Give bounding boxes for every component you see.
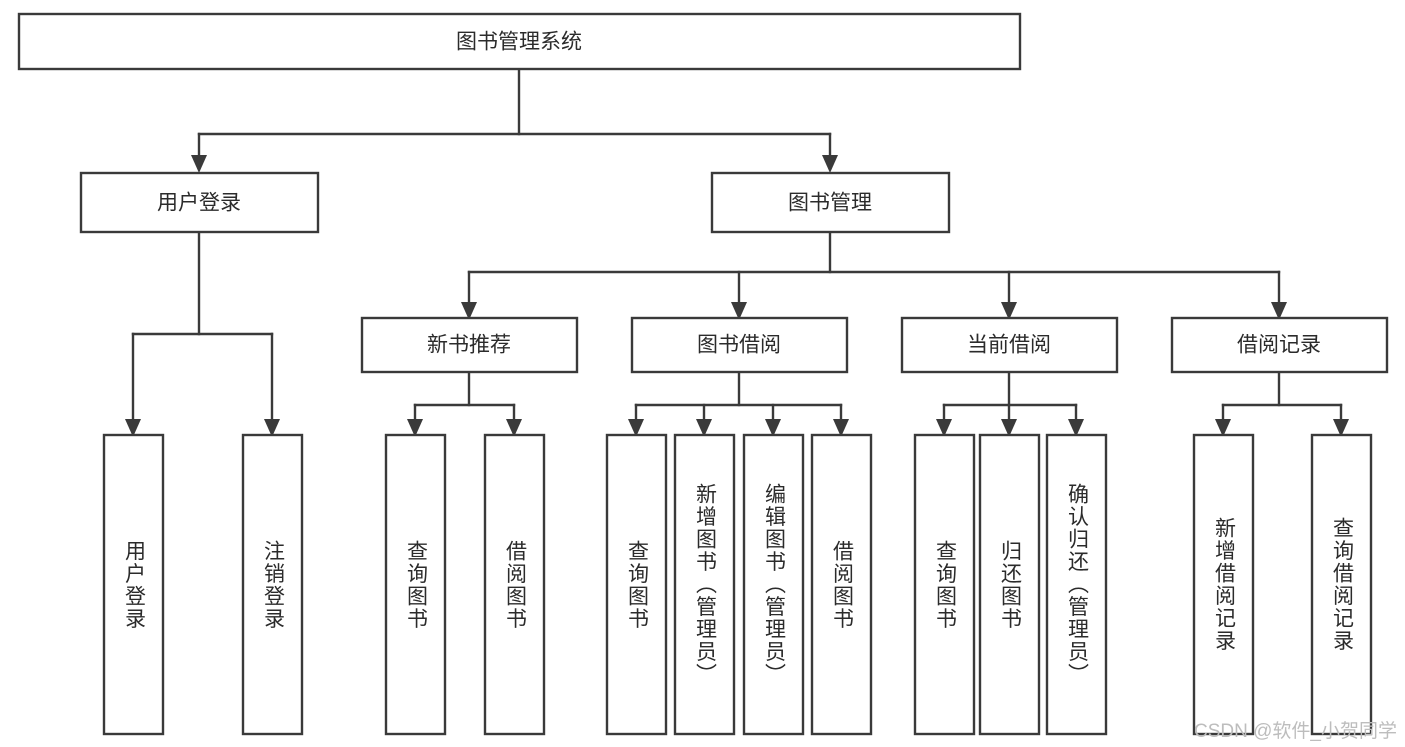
node-label-root: 图书管理系统 <box>456 31 582 54</box>
connector-group-book-borrow <box>628 370 849 437</box>
node-box-user-login[interactable] <box>79 171 320 234</box>
connector-group-user-login <box>125 230 280 437</box>
node-box-book-manage[interactable] <box>710 171 951 234</box>
node-label-user-login: 用户登录 <box>157 192 241 215</box>
connector-group-new-book-recommend <box>407 370 522 437</box>
node-box-leaf-nbr-2[interactable] <box>483 433 546 736</box>
node-box-leaf-bb-4[interactable] <box>810 433 873 736</box>
node-box-new-book-recommend[interactable] <box>360 316 579 374</box>
node-box-leaf-bb-1[interactable] <box>605 433 668 736</box>
node-label-book-borrow: 图书借阅 <box>697 334 781 357</box>
node-box-leaf-br-2[interactable] <box>1310 433 1373 736</box>
node-box-leaf-bb-2[interactable] <box>673 433 736 736</box>
node-box-book-borrow[interactable] <box>630 316 849 374</box>
node-box-leaf-nbr-1[interactable] <box>384 433 447 736</box>
connector-group-root <box>191 67 838 173</box>
node-box-current-borrow[interactable] <box>900 316 1119 374</box>
node-label-new-book-recommend: 新书推荐 <box>427 334 511 357</box>
node-box-leaf-bb-3[interactable] <box>742 433 805 736</box>
node-box-leaf-br-1[interactable] <box>1192 433 1255 736</box>
node-box-leaf-cb-1[interactable] <box>913 433 976 736</box>
connector-group-book-manage <box>461 230 1287 320</box>
node-label-book-manage: 图书管理 <box>788 192 872 215</box>
connector-group-borrow-record <box>1215 370 1349 437</box>
node-box-leaf-cb-2[interactable] <box>978 433 1041 736</box>
arrow-root-to-user-login <box>191 155 207 173</box>
arrow-root-to-book-manage <box>822 155 838 173</box>
node-box-borrow-record[interactable] <box>1170 316 1389 374</box>
node-box-root[interactable] <box>17 12 1022 71</box>
node-box-leaf-user-login-2[interactable] <box>241 433 304 736</box>
node-box-leaf-cb-3[interactable] <box>1045 433 1108 736</box>
node-label-current-borrow: 当前借阅 <box>967 334 1051 357</box>
connector-group-current-borrow <box>936 370 1084 437</box>
node-label-borrow-record: 借阅记录 <box>1237 334 1321 357</box>
node-box-leaf-user-login-1[interactable] <box>102 433 165 736</box>
